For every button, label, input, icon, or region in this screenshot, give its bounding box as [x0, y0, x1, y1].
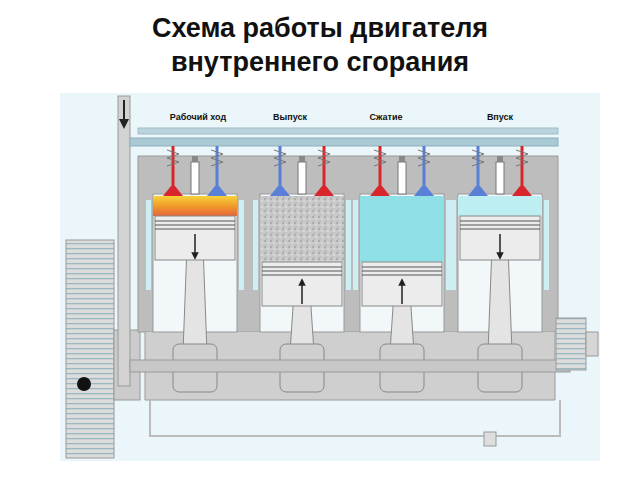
- engine-part: [458, 196, 542, 216]
- engine-part: [167, 150, 179, 166]
- engine-part: [253, 200, 258, 290]
- engine-part: [460, 216, 540, 260]
- engine-part: [262, 270, 342, 271]
- stroke-label: Выпуск: [271, 113, 309, 123]
- cylinder: [451, 146, 549, 392]
- engine-part: [446, 200, 451, 290]
- engine-part: [262, 262, 342, 306]
- crank-nose: [586, 332, 598, 356]
- engine-part: [362, 270, 442, 271]
- engine-part: [499, 234, 501, 256]
- engine-part: [191, 162, 199, 194]
- engine-part: [239, 200, 244, 290]
- engine-part: [274, 150, 286, 166]
- engine-part: [183, 246, 207, 352]
- engine-part: [163, 186, 183, 196]
- oil-pump: [484, 432, 496, 446]
- flywheel: [66, 240, 114, 458]
- engine-part: [374, 150, 386, 166]
- engine-part: [370, 186, 390, 196]
- engine-part: [353, 200, 358, 290]
- engine-part: [155, 228, 235, 229]
- engine-part: [207, 186, 227, 196]
- background-panel: [60, 93, 600, 461]
- stroke-label: Впуск: [485, 113, 515, 123]
- stroke-label: Сжатие: [367, 113, 404, 123]
- engine-part: [460, 220, 540, 221]
- engine-part: [414, 186, 434, 196]
- engine-part: [468, 186, 488, 196]
- crank-pulley: [556, 318, 586, 370]
- engine-part: [146, 200, 151, 290]
- engine-part: [544, 200, 549, 290]
- engine-part: [146, 146, 549, 392]
- engine-part: [460, 224, 540, 225]
- engine-part: [451, 200, 456, 290]
- engine-part: [497, 156, 503, 162]
- engine-part: [194, 234, 196, 256]
- cylinder: [146, 146, 244, 392]
- flywheel-mark: [77, 377, 91, 391]
- engine-part: [512, 186, 532, 196]
- engine-part: [362, 274, 442, 275]
- engine-part: [362, 266, 442, 267]
- engine-part: [516, 150, 528, 166]
- cylinder: [353, 146, 451, 392]
- cylinder: [253, 146, 351, 392]
- engine-part: [260, 196, 344, 262]
- engine-part: [299, 156, 305, 162]
- engine-part: [262, 274, 342, 275]
- engine-part: [418, 150, 430, 166]
- engine-part: [314, 186, 334, 196]
- engine-part: [298, 162, 306, 194]
- diagram-title: Схема работы двигателя внутреннего сгора…: [90, 12, 550, 80]
- engine-part: [362, 262, 442, 306]
- engine-part: [155, 216, 235, 260]
- engine-part: [460, 228, 540, 229]
- engine-part: [270, 186, 290, 196]
- engine-part: [496, 162, 504, 194]
- engine-part: [155, 224, 235, 225]
- camshaft-rail: [138, 128, 558, 134]
- engine-part: [398, 162, 406, 194]
- engine-part: [360, 196, 444, 262]
- engine-part: [401, 282, 403, 304]
- engine-part: [155, 220, 235, 221]
- engine-part: [301, 282, 303, 304]
- rotation-arrow: [123, 100, 125, 124]
- camshaft: [130, 138, 558, 146]
- engine-part: [399, 156, 405, 162]
- timing-drive: [118, 96, 130, 386]
- crankshaft: [130, 360, 570, 372]
- engine-part: [211, 150, 223, 166]
- engine-part: [262, 266, 342, 267]
- engine-part: [346, 200, 351, 290]
- engine-part: [192, 156, 198, 162]
- stroke-label: Рабочий ход: [168, 113, 228, 123]
- engine-part: [318, 150, 330, 166]
- oil-line: [150, 400, 560, 436]
- engine-part: [472, 150, 484, 166]
- engine-part: [488, 246, 512, 352]
- engine-part: [153, 196, 237, 216]
